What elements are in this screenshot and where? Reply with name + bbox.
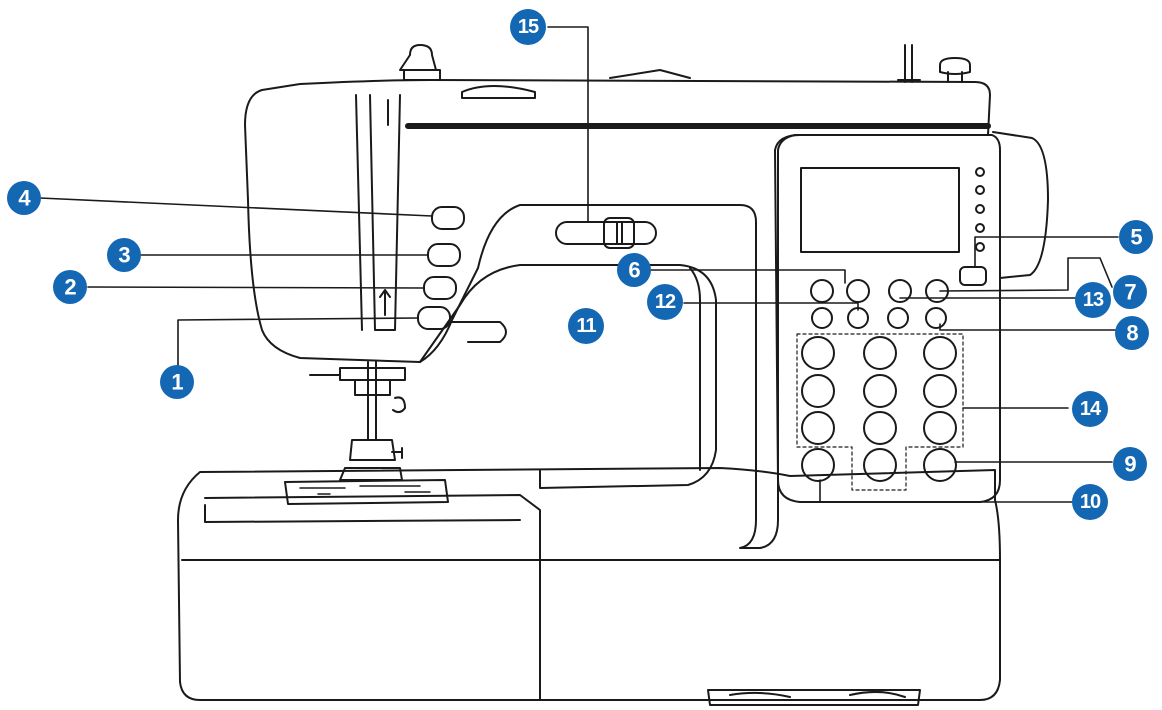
leader-2 bbox=[88, 287, 424, 288]
callout-4: 4 bbox=[7, 181, 41, 215]
bed-top-edge bbox=[205, 495, 540, 700]
callout-number: 2 bbox=[64, 275, 76, 300]
needle-bar bbox=[368, 362, 376, 440]
callout-number: 1 bbox=[171, 370, 183, 395]
callout-number: 5 bbox=[1130, 225, 1142, 250]
leader-8 bbox=[940, 324, 1115, 330]
button-3-shape bbox=[428, 244, 460, 266]
key-r1c3 bbox=[924, 337, 956, 369]
callout-11: 11 bbox=[568, 308, 604, 344]
callout-number: 10 bbox=[1080, 491, 1101, 513]
needle-clamp bbox=[340, 368, 405, 395]
callout-number: 9 bbox=[1124, 452, 1136, 477]
thread-guide-top bbox=[462, 86, 535, 98]
key-r3c2 bbox=[864, 412, 896, 444]
callout-number: 13 bbox=[1083, 289, 1104, 311]
presser-foot bbox=[340, 440, 402, 480]
panel-btn-a bbox=[811, 280, 833, 302]
spool-cap bbox=[940, 58, 970, 82]
callout-number: 7 bbox=[1124, 280, 1136, 305]
bobbin-winder bbox=[400, 45, 440, 80]
callout-3: 3 bbox=[107, 238, 141, 272]
leader-5 bbox=[975, 237, 1118, 267]
accessory-tray bbox=[205, 505, 520, 522]
panel-btn-b bbox=[847, 280, 869, 302]
callout-number: 11 bbox=[576, 315, 596, 337]
leader-10 bbox=[820, 480, 1072, 502]
callout-2: 2 bbox=[53, 270, 87, 304]
callout-9: 9 bbox=[1113, 447, 1147, 481]
callout-14: 14 bbox=[1072, 391, 1108, 427]
led-5 bbox=[976, 243, 984, 251]
callout-7: 7 bbox=[1113, 275, 1147, 309]
thread-arrow-up bbox=[380, 290, 390, 315]
key-r1c1 bbox=[802, 337, 834, 369]
button-4-shape bbox=[432, 207, 464, 229]
callout-number: 4 bbox=[18, 186, 31, 211]
callout-5: 5 bbox=[1119, 220, 1153, 254]
speed-slider-track bbox=[556, 222, 656, 244]
spool-pin-right bbox=[898, 45, 920, 82]
callout-6: 6 bbox=[617, 253, 651, 287]
sewing-machine-illustration bbox=[178, 45, 1048, 705]
callout-10: 10 bbox=[1072, 484, 1108, 520]
presser-lever bbox=[452, 322, 506, 342]
callout-13: 13 bbox=[1075, 282, 1111, 318]
callout-number: 12 bbox=[655, 291, 676, 313]
callout-number: 14 bbox=[1080, 398, 1102, 420]
button-5-shape bbox=[960, 267, 986, 285]
key-r4c2 bbox=[864, 449, 896, 481]
key-r2c2 bbox=[864, 375, 896, 407]
panel-btn-h bbox=[926, 308, 946, 328]
speed-slider-knob-grip bbox=[617, 222, 622, 244]
callout-number: 15 bbox=[518, 16, 539, 38]
panel-btn-g bbox=[888, 308, 908, 328]
top-cover-line bbox=[610, 70, 690, 78]
callout-number: 3 bbox=[118, 243, 130, 268]
key-r4c3 bbox=[924, 449, 956, 481]
key-r4c1 bbox=[802, 449, 834, 481]
key-r2c1 bbox=[802, 375, 834, 407]
button-2-shape bbox=[424, 277, 456, 299]
key-r1c2 bbox=[864, 337, 896, 369]
leader-12 bbox=[684, 303, 858, 310]
key-r2c3 bbox=[924, 375, 956, 407]
lcd-screen bbox=[801, 168, 959, 252]
key-r3c1 bbox=[802, 412, 834, 444]
panel-btn-f bbox=[848, 308, 868, 328]
led-3 bbox=[976, 205, 984, 213]
throat-inner bbox=[690, 268, 700, 470]
key-r3c3 bbox=[924, 412, 956, 444]
foot-pedal-area bbox=[708, 690, 920, 705]
led-1 bbox=[976, 168, 984, 176]
callout-number: 8 bbox=[1126, 321, 1138, 346]
callout-1: 1 bbox=[160, 365, 194, 399]
led-4 bbox=[976, 224, 984, 232]
panel-btn-e bbox=[812, 308, 832, 328]
callout-12: 12 bbox=[647, 284, 683, 320]
callout-15: 15 bbox=[510, 9, 546, 45]
feed-dogs bbox=[300, 486, 430, 494]
handwheel bbox=[993, 132, 1048, 278]
led-2 bbox=[976, 186, 984, 194]
callout-number: 6 bbox=[628, 258, 640, 283]
callout-8: 8 bbox=[1115, 316, 1149, 350]
